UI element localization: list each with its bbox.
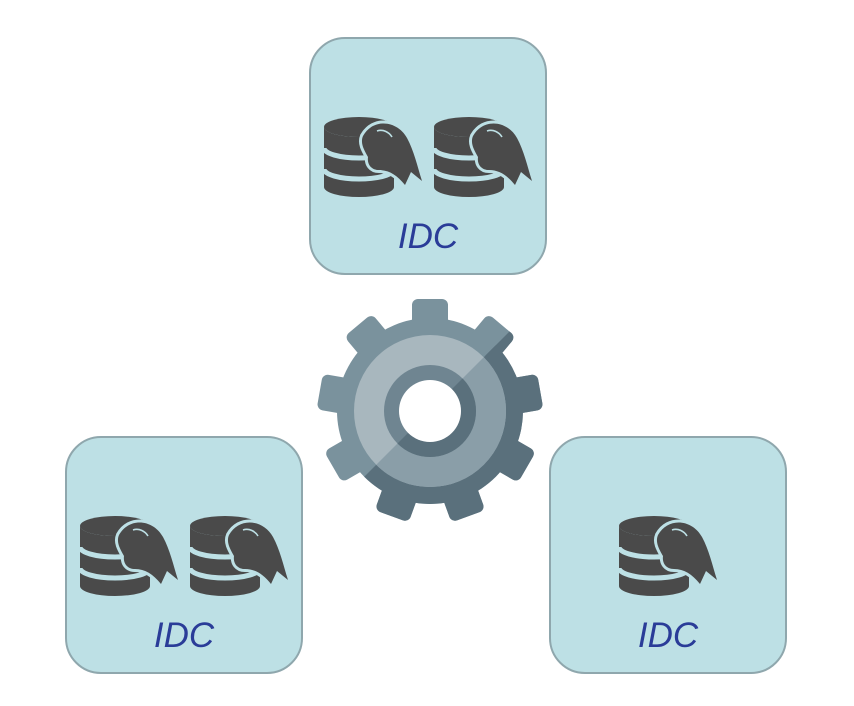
- database-group: [311, 115, 545, 201]
- idc-box: IDC: [309, 37, 547, 275]
- idc-label: IDC: [397, 217, 459, 256]
- mysql-database-icon: [189, 514, 289, 600]
- gear-icon: [317, 299, 543, 521]
- database-group: [551, 514, 785, 600]
- mysql-database-icon: [323, 115, 423, 201]
- database-group: [67, 514, 301, 600]
- idc-box: IDC: [549, 436, 787, 674]
- idc-box: IDC: [65, 436, 303, 674]
- mysql-database-icon: [433, 115, 533, 201]
- idc-label: IDC: [637, 616, 699, 655]
- mysql-database-icon: [79, 514, 179, 600]
- idc-label: IDC: [153, 616, 215, 655]
- mysql-database-icon: [618, 514, 718, 600]
